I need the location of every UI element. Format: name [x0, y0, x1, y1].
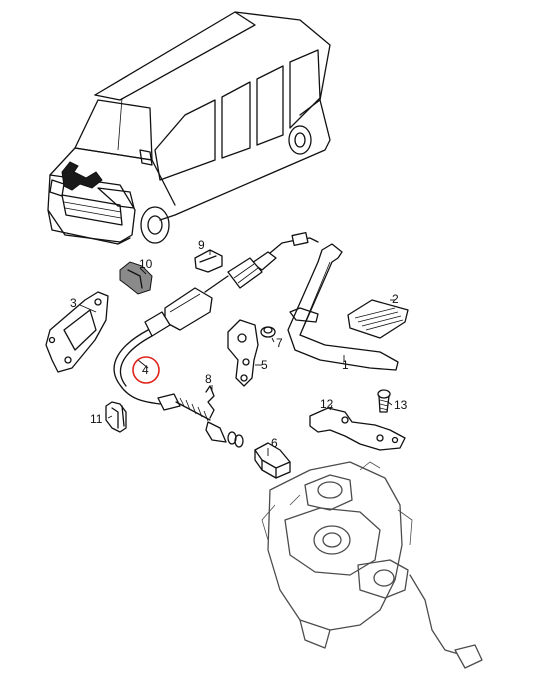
transmission-housing — [261, 461, 483, 669]
leader-lines — [79, 250, 395, 456]
callout-12: 12 — [320, 397, 334, 411]
callout-6: 6 — [271, 436, 278, 450]
part-11-retaining-clip — [105, 401, 127, 433]
part-2-pedal-pad — [347, 299, 409, 339]
callout-1: 1 — [342, 358, 349, 372]
part-7-grommet — [260, 326, 276, 338]
part-12-lever-bracket — [309, 407, 406, 451]
highlight-circle-callout-4 — [132, 356, 160, 384]
part-10-clip — [119, 261, 153, 295]
part-6-connector — [254, 442, 291, 479]
part-4-cable-assembly — [113, 232, 319, 448]
part-5-bracket-plate — [227, 319, 259, 387]
callout-3: 3 — [70, 296, 77, 310]
callout-5: 5 — [261, 358, 268, 372]
callout-labels: 1 2 3 4 5 6 7 8 9 10 11 12 13 — [70, 238, 408, 450]
callout-2: 2 — [392, 292, 399, 306]
part-13-bolt — [377, 389, 391, 413]
callout-4: 4 — [142, 363, 149, 377]
part-1-pedal-assembly — [287, 243, 399, 371]
van-illustration — [47, 11, 331, 245]
callout-9: 9 — [198, 238, 205, 252]
part-9-clamp — [194, 249, 223, 273]
callout-10: 10 — [139, 257, 153, 271]
callout-13: 13 — [394, 398, 408, 412]
callout-7: 7 — [276, 336, 283, 350]
callout-8: 8 — [205, 372, 212, 386]
part-8-clip-pin — [205, 385, 215, 419]
callout-11: 11 — [90, 412, 103, 426]
part-3-bracket — [45, 291, 109, 373]
